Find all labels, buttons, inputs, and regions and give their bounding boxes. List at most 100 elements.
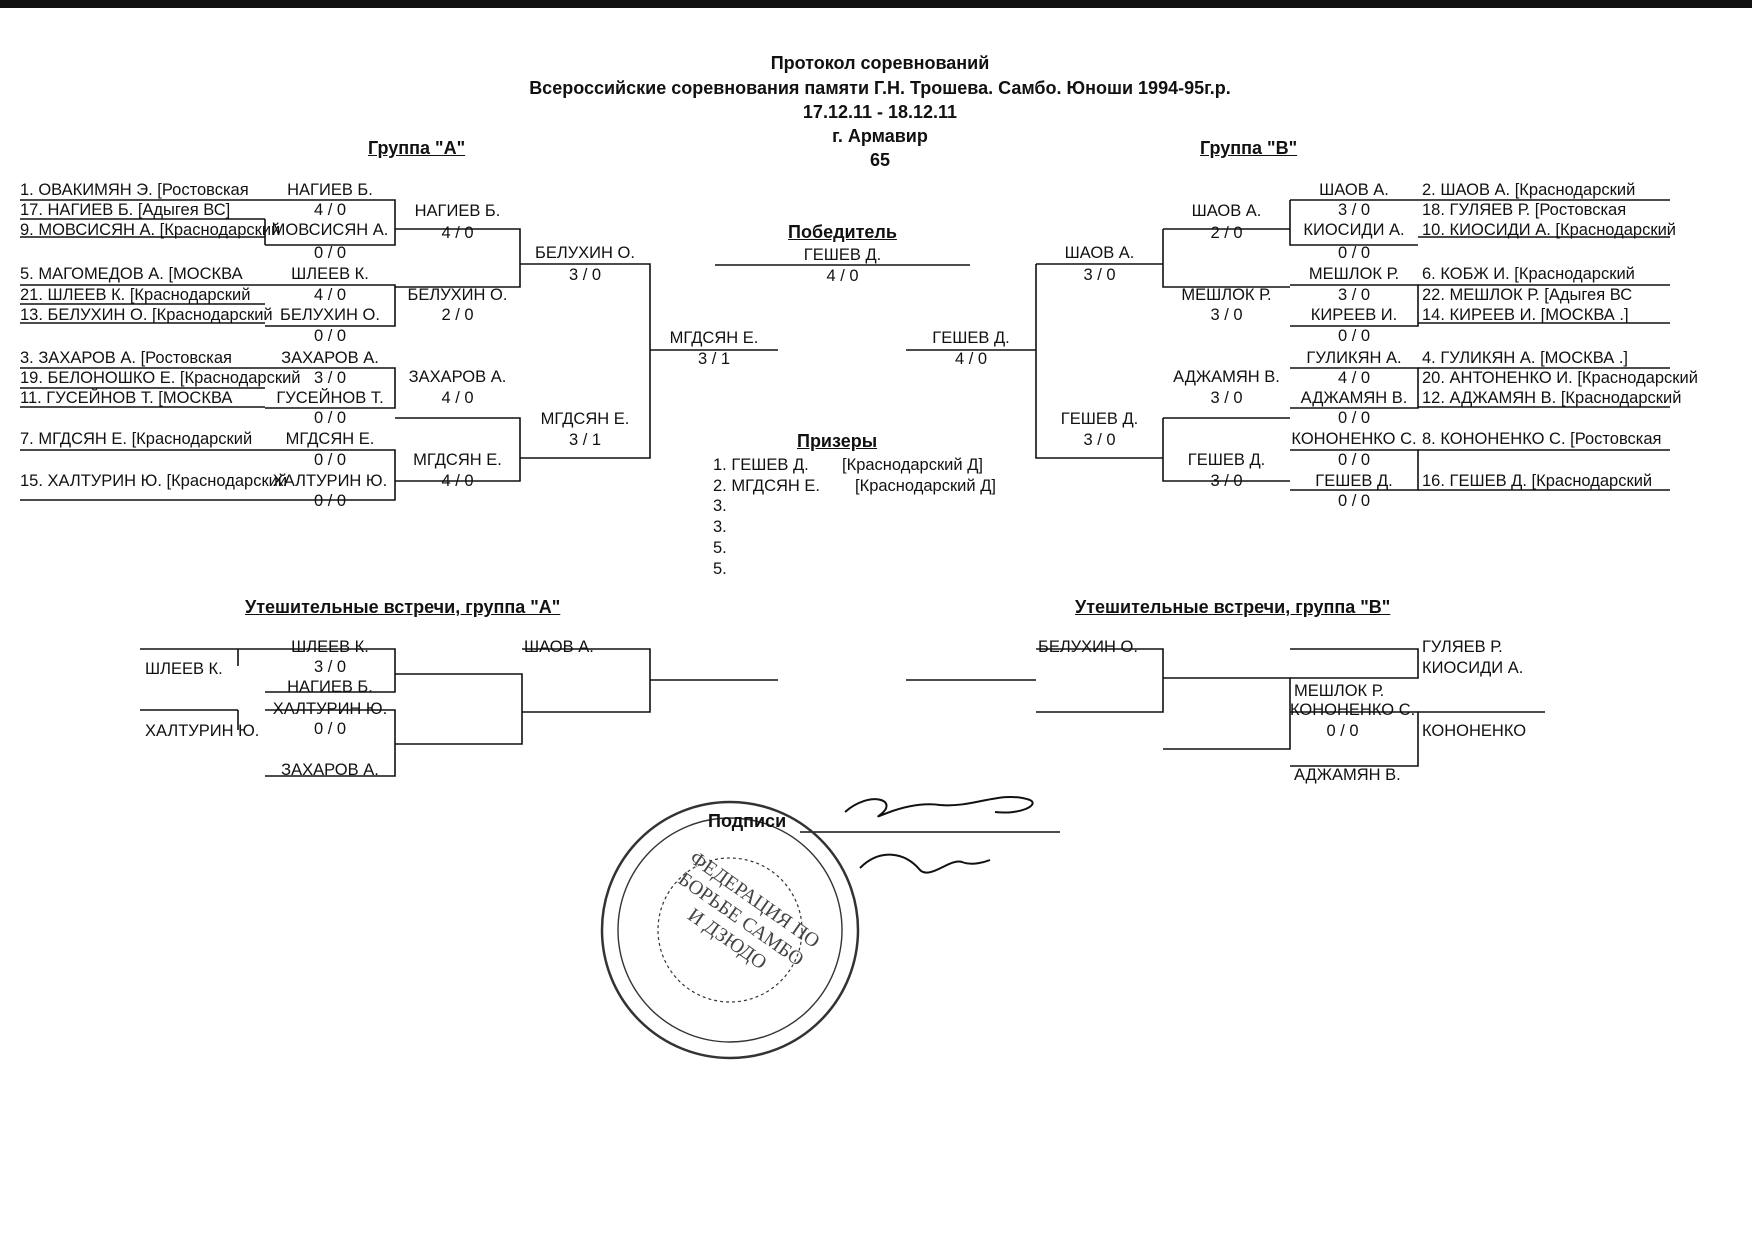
prize-place: 5. [713, 539, 727, 557]
group-a-r1-score: 0 / 0 [313, 451, 347, 469]
group-b-final-name: ГЕШЕВ Д. [932, 329, 1010, 347]
prize-team: [Краснодарский Д] [842, 456, 983, 474]
group-b-entry: 6. КОБЖ И. [Краснодарский [1422, 265, 1635, 283]
consolation-b-match-bottom: АДЖАМЯН В. [1294, 766, 1401, 784]
consolation-a-match-bottom: ЗАХАРОВ А. [281, 761, 379, 779]
winner-title: Победитель [788, 222, 897, 242]
group-a-entry: 11. ГУСЕЙНОВ Т. [МОСКВА [20, 389, 233, 407]
group-b-r2-score: 3 / 0 [1210, 389, 1243, 407]
group-b-r1-score: 0 / 0 [1337, 244, 1371, 262]
consolation-b-match-score: 0 / 0 [1326, 722, 1359, 740]
group-b-entry: 22. МЕШЛОК Р. [Адыгея ВС [1422, 286, 1633, 304]
group-a-entry: 17. НАГИЕВ Б. [Адыгея ВС] [20, 201, 231, 219]
group-b-r2-name: МЕШЛОК Р. [1181, 286, 1272, 304]
group-b-r1-name: ШАОВ А. [1319, 181, 1389, 199]
consolation-b-left: БЕЛУХИН О. [1038, 638, 1138, 656]
group-a-entry: 15. ХАЛТУРИН Ю. [Краснодарский [20, 472, 288, 490]
signatures-label: Подписи [708, 811, 787, 831]
group-b-r1-name: КОНОНЕНКО С. [1291, 430, 1417, 448]
group-a-r2-name: НАГИЕВ Б. [414, 202, 501, 220]
group-a-r1-name: ШЛЕЕВ К. [291, 265, 369, 283]
group-a-entry: 5. МАГОМЕДОВ А. [МОСКВА [20, 265, 243, 283]
prize-place: 3. [713, 497, 727, 515]
group-b-r1-score: 0 / 0 [1337, 327, 1371, 345]
weight-class: 65 [869, 150, 891, 170]
group-a-r1-name: МГДСЯН Е. [285, 430, 375, 448]
group-a-r2-score: 4 / 0 [441, 224, 474, 242]
group-a-r1-score: 4 / 0 [313, 286, 347, 304]
prize-place: 2. МГДСЯН Е. [713, 477, 821, 495]
group-a-r1-score: 0 / 0 [313, 492, 347, 510]
winner-name: ГЕШЕВ Д. [803, 246, 882, 264]
group-a-final-name: МГДСЯН Е. [669, 329, 759, 347]
group-b-entry: 14. КИРЕЕВ И. [МОСКВА .] [1422, 306, 1629, 324]
group-b-entry: 12. АДЖАМЯН В. [Краснодарский [1422, 389, 1682, 407]
group-b-title: Группа "В" [1200, 138, 1298, 158]
group-a-title: Группа "А" [368, 138, 466, 158]
group-b-r1-name: КИРЕЕВ И. [1310, 306, 1398, 324]
group-a-entry: 13. БЕЛУХИН О. [Краснодарский [20, 306, 273, 324]
group-b-r2-score: 2 / 0 [1210, 224, 1243, 242]
consolation-b-match-top: МЕШЛОК Р. [1294, 682, 1385, 700]
group-a-r1-name: ЗАХАРОВ А. [281, 349, 379, 367]
group-a-entry: 1. ОВАКИМЯН Э. [Ростовская [20, 181, 249, 199]
winner-score: 4 / 0 [826, 267, 859, 285]
consolation-a-match-top: ХАЛТУРИН Ю. [272, 700, 388, 718]
stamp-seal [600, 800, 860, 1060]
group-a-r2-name: ЗАХАРОВ А. [408, 368, 507, 386]
group-a-r3-name: БЕЛУХИН О. [535, 244, 635, 262]
consolation-b-top-name: КИОСИДИ А. [1422, 659, 1524, 677]
prize-place: 3. [713, 518, 727, 536]
group-b-r1-name: МЕШЛОК Р. [1308, 265, 1400, 283]
group-a-r2-score: 2 / 0 [441, 306, 474, 324]
group-b-entry: 4. ГУЛИКЯН А. [МОСКВА .] [1422, 349, 1629, 367]
group-a-final-score: 3 / 1 [697, 350, 731, 368]
group-b-final-score: 4 / 0 [954, 350, 988, 368]
consolation-a-left: ХАЛТУРИН Ю. [145, 722, 260, 740]
prizes-title: Призеры [797, 431, 878, 451]
group-a-entry: 21. ШЛЕЕВ К. [Краснодарский [20, 286, 251, 304]
group-b-r2-score: 3 / 0 [1210, 472, 1243, 490]
consolation-a-match-top: ШЛЕЕВ К. [291, 638, 369, 656]
group-b-r1-score: 4 / 0 [1337, 369, 1371, 387]
consolation-b-right: КОНОНЕНКО [1422, 722, 1527, 740]
page-title: Протокол соревнований [770, 53, 990, 73]
group-b-r3-score: 3 / 0 [1083, 431, 1116, 449]
city: г. Армавир [832, 126, 928, 146]
consolation-a-match-bottom: НАГИЕВ Б. [287, 678, 373, 696]
group-b-entry: 2. ШАОВ А. [Краснодарский [1422, 181, 1636, 199]
group-a-r1-score: 0 / 0 [313, 244, 347, 262]
group-a-entry: 9. МОВСИСЯН А. [Краснодарский [20, 221, 281, 239]
group-a-r2-score: 4 / 0 [441, 472, 474, 490]
group-b-entry: 10. КИОСИДИ А. [Краснодарский [1422, 221, 1677, 239]
dates: 17.12.11 - 18.12.11 [802, 102, 958, 122]
group-a-r3-score: 3 / 0 [568, 266, 602, 284]
page-subtitle: Всероссийские соревнования памяти Г.Н. Т… [529, 78, 1231, 98]
consolation-a-title: Утешительные встречи, группа "А" [245, 597, 561, 617]
prize-place: 5. [713, 560, 727, 578]
group-b-r3-name: ШАОВ А. [1064, 244, 1135, 262]
group-a-entry: 7. МГДСЯН Е. [Краснодарский [20, 430, 253, 448]
consolation-a-match-score: 3 / 0 [313, 658, 347, 676]
group-a-r1-score: 0 / 0 [313, 409, 347, 427]
group-a-r1-score: 0 / 0 [313, 327, 347, 345]
group-a-entry: 3. ЗАХАРОВ А. [Ростовская [20, 349, 232, 367]
group-a-r2-name: МГДСЯН Е. [413, 451, 502, 469]
consolation-b-title: Утешительные встречи, группа "В" [1075, 597, 1391, 617]
group-b-r1-name: АДЖАМЯН В. [1300, 389, 1408, 407]
group-b-entry: 20. АНТОНЕНКО И. [Краснодарский [1422, 369, 1698, 387]
group-b-r2-name: ГЕШЕВ Д. [1187, 451, 1266, 469]
group-a-r3-name: МГДСЯН Е. [540, 410, 630, 428]
group-b-r1-score: 0 / 0 [1337, 451, 1371, 469]
prize-place: 1. ГЕШЕВ Д. [713, 456, 809, 474]
group-a-r1-name: НАГИЕВ Б. [287, 181, 373, 199]
group-a-r1-score: 3 / 0 [313, 369, 347, 387]
group-a-r1-name: ХАЛТУРИН Ю. [272, 472, 388, 490]
group-b-entry: 8. КОНОНЕНКО С. [Ростовская [1422, 430, 1662, 448]
group-a-r2-score: 4 / 0 [441, 389, 474, 407]
group-b-r1-score: 3 / 0 [1337, 201, 1371, 219]
group-b-r2-name: ШАОВ А. [1191, 202, 1262, 220]
group-a-r3-score: 3 / 1 [568, 431, 602, 449]
group-b-r1-name: КИОСИДИ А. [1303, 221, 1405, 239]
